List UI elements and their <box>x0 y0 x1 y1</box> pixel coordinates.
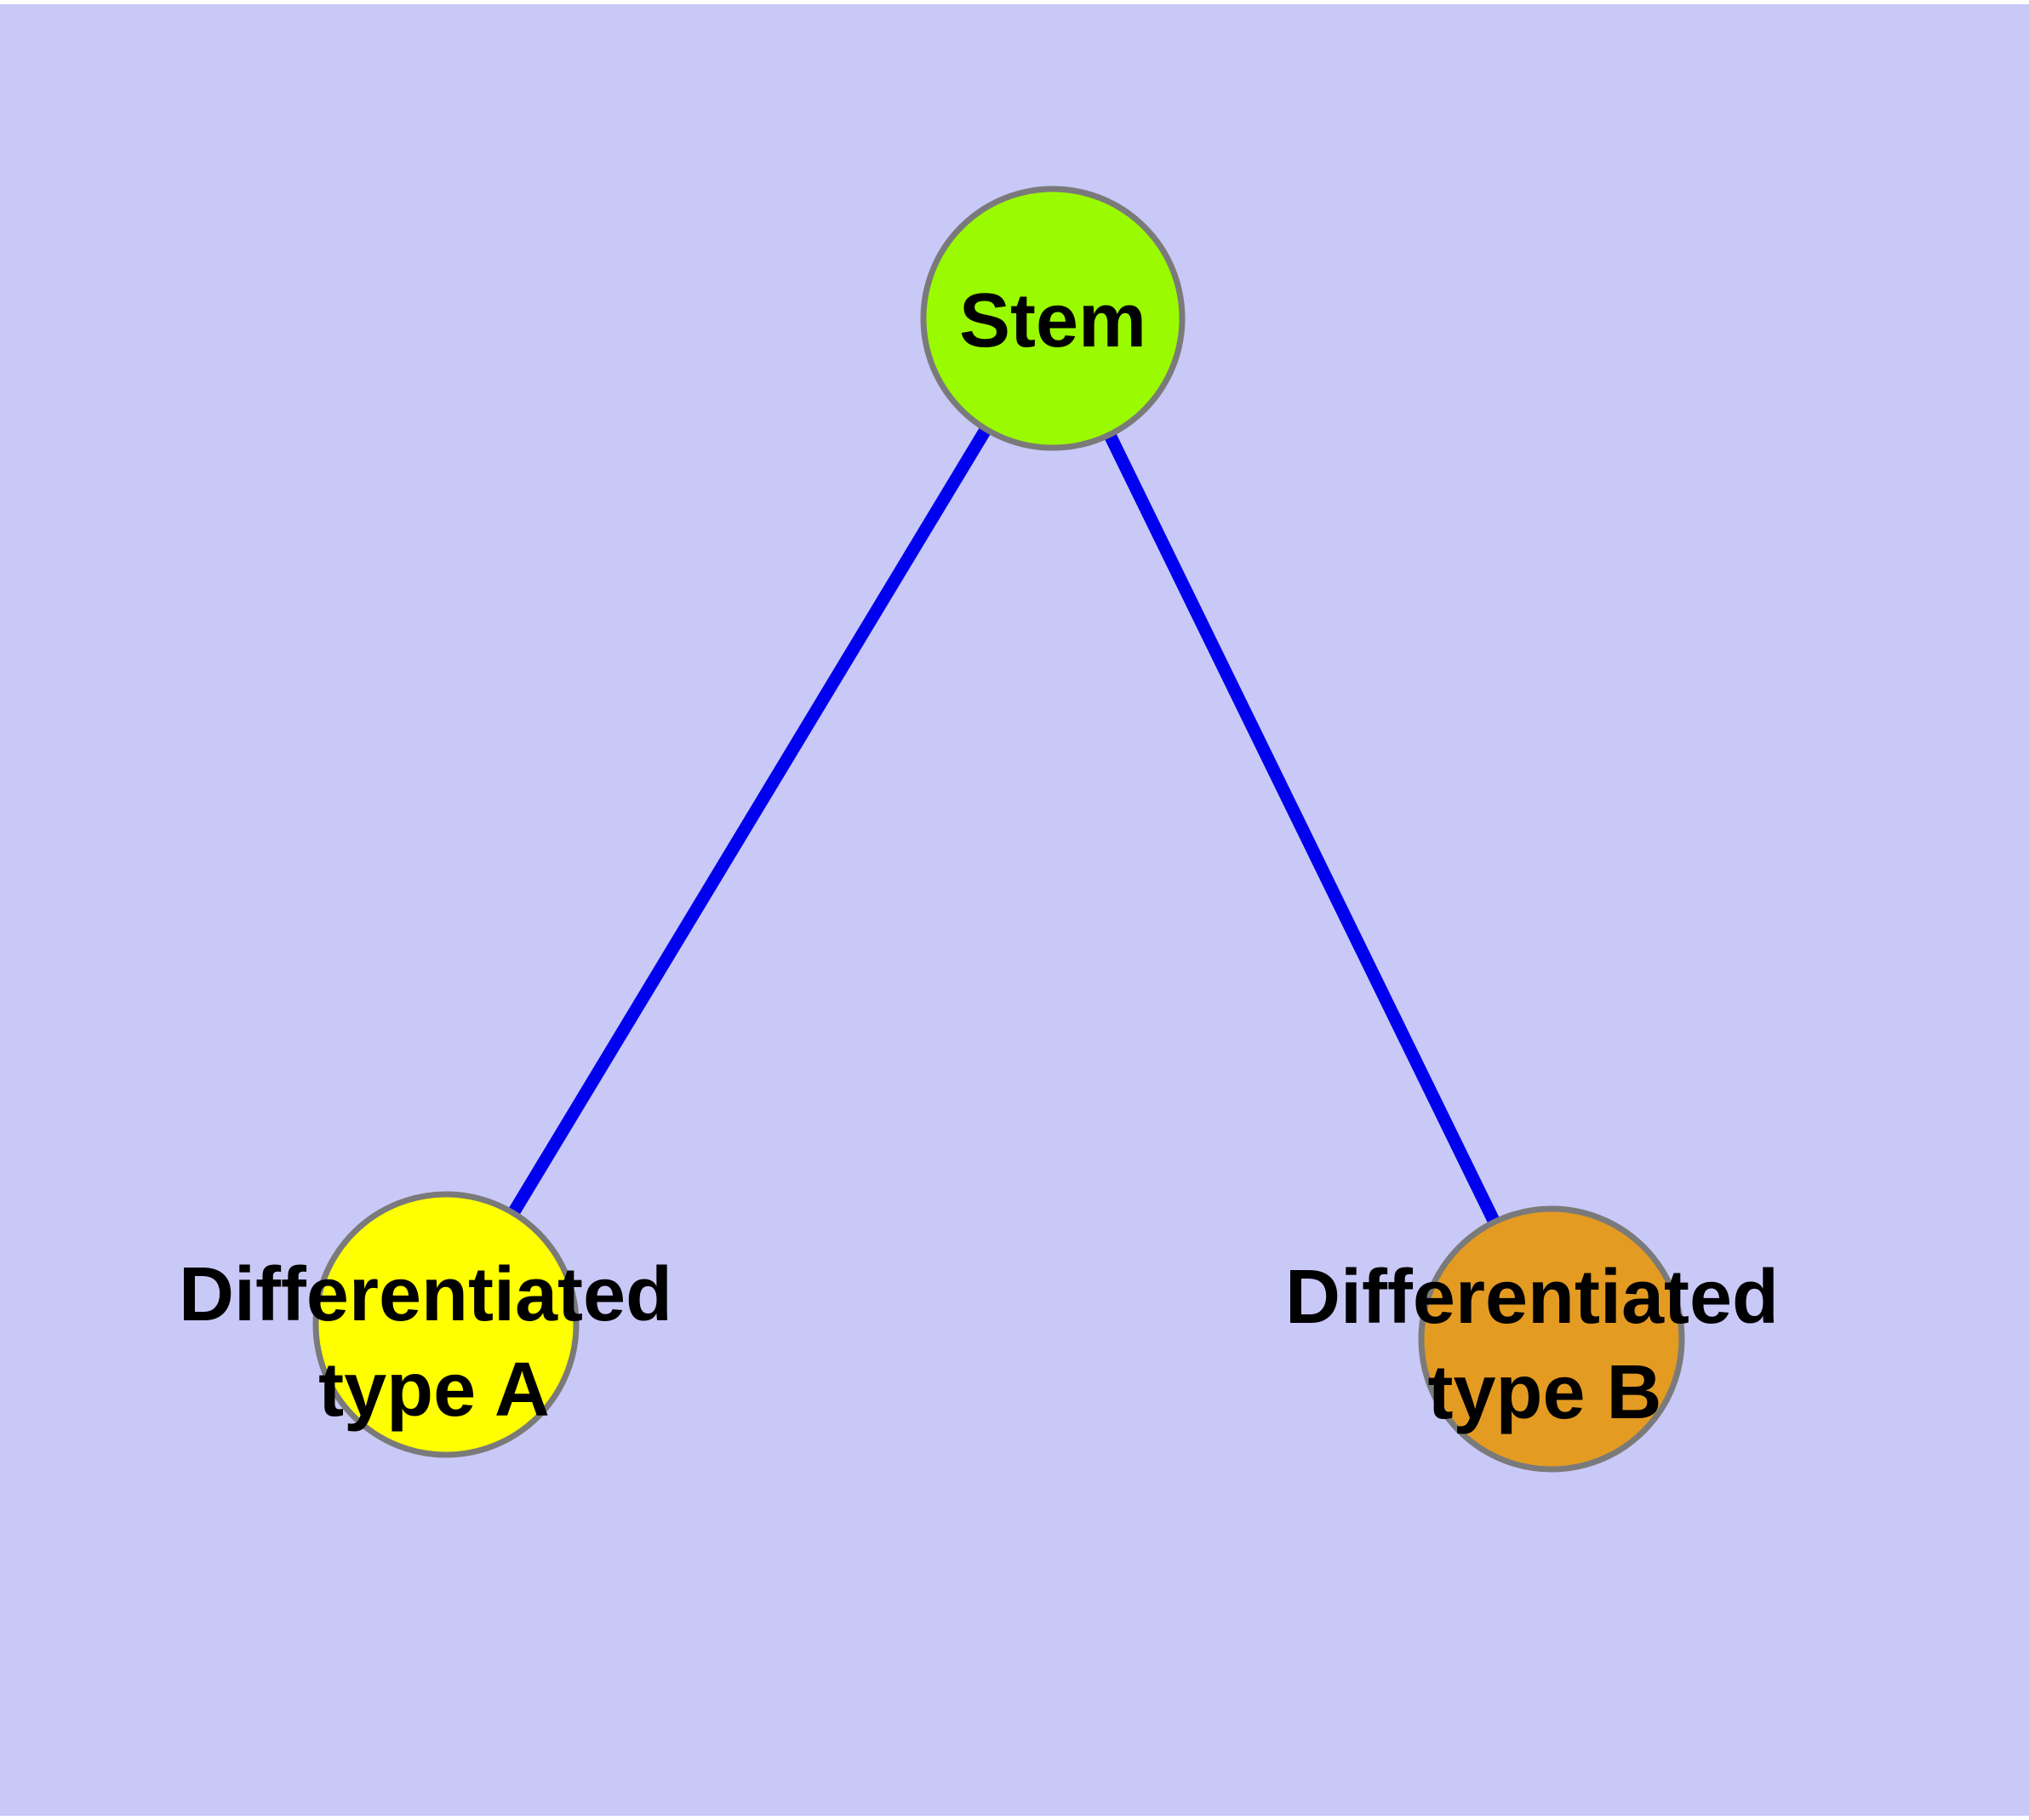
edge-stem-to-type-a <box>440 315 1059 1328</box>
node-type-a-label-line2: type A <box>318 1348 550 1433</box>
node-stem-label: Stem <box>959 278 1146 363</box>
edge-stem-to-type-b <box>1047 315 1557 1342</box>
node-differentiated-type-b <box>1418 1205 1685 1473</box>
node-type-b-label-line1: Differentiated <box>1285 1255 1779 1340</box>
node-type-b-label-line2: type B <box>1427 1350 1661 1435</box>
node-type-a-label-line1: Differentiated <box>179 1252 672 1337</box>
node-stem <box>920 186 1186 451</box>
node-differentiated-type-a <box>312 1191 580 1458</box>
